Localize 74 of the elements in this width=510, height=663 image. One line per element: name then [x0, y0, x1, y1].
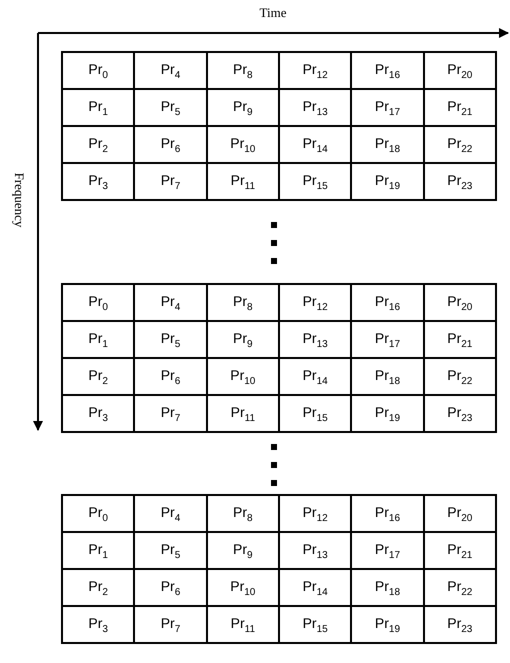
table-cell: Pr$_{19}$	[351, 395, 424, 432]
table-cell: Pr$_{0}$	[62, 284, 134, 321]
table-cell: Pr$_{2}$	[62, 126, 134, 163]
table-cell: Pr$_{7}$	[134, 163, 207, 200]
table-cell: Pr$_{14}$	[278, 126, 352, 163]
table-cell: Pr$_{22}$	[424, 569, 496, 606]
table-cell: Pr$_{18}$	[351, 126, 424, 163]
table-cell: Pr$_{5}$	[134, 321, 207, 358]
table-cell: Pr$_{6}$	[134, 569, 207, 606]
table-cell: Pr$_{17}$	[351, 89, 424, 126]
table-cell: Pr$_{15}$	[278, 606, 352, 643]
table-cell: Pr$_{9}$	[206, 321, 279, 358]
table-cell: Pr$_{20}$	[424, 284, 496, 321]
table-cell: Pr$_{22}$	[424, 126, 496, 163]
table-cell: Pr$_{10}$	[206, 569, 279, 606]
table-cell: Pr$_{18}$	[351, 358, 424, 395]
table-cell: Pr$_{4}$	[134, 495, 207, 532]
table-cell: Pr$_{3}$	[62, 606, 134, 643]
table-cell: Pr$_{20}$	[424, 495, 496, 532]
table-cell: Pr$_{11}$	[206, 163, 279, 200]
axis-title: Frequency	[11, 172, 27, 228]
table-cell: Pr$_{2}$	[62, 358, 134, 395]
axis-title: Time	[260, 5, 286, 20]
table-cell: Pr$_{15}$	[278, 163, 352, 200]
table-cell: Pr$_{5}$	[134, 532, 207, 569]
table-cell: Pr$_{17}$	[351, 321, 424, 358]
table-cell: Pr$_{6}$	[134, 126, 207, 163]
table-cell: Pr$_{1}$	[62, 321, 134, 358]
table-cell: Pr$_{16}$	[351, 52, 424, 89]
table-cell: Pr$_{16}$	[351, 495, 424, 532]
table-cell: Pr$_{22}$	[424, 358, 496, 395]
table-cell: Pr$_{23}$	[424, 163, 496, 200]
table-cell: Pr$_{15}$	[278, 395, 352, 432]
table-cell: Pr$_{8}$	[206, 284, 279, 321]
table-cell: Pr$_{13}$	[278, 89, 352, 126]
table-cell: Pr$_{14}$	[278, 569, 352, 606]
table-cell: Pr$_{11}$	[206, 606, 279, 643]
table-cell: Pr$_{2}$	[62, 569, 134, 606]
table-cell: Pr$_{5}$	[134, 89, 207, 126]
table-cell: Pr$_{3}$	[62, 395, 134, 432]
table-cell: Pr$_{3}$	[62, 163, 134, 200]
table-cell: Pr$_{10}$	[206, 358, 279, 395]
table-cell: Pr$_{1}$	[62, 89, 134, 126]
table-cell: Pr$_{11}$	[206, 395, 279, 432]
table-cell: Pr$_{8}$	[206, 495, 279, 532]
table-cell: Pr$_{21}$	[424, 321, 496, 358]
table-cell: Pr$_{12}$	[278, 284, 352, 321]
table-cell: Pr$_{17}$	[351, 532, 424, 569]
table-cell: Pr$_{1}$	[62, 532, 134, 569]
table-cell: Pr$_{21}$	[424, 89, 496, 126]
table-cell: Pr$_{12}$	[278, 495, 352, 532]
table-cell: Pr$_{21}$	[424, 532, 496, 569]
table-cell: Pr$_{13}$	[278, 321, 352, 358]
table-cell: Pr$_{4}$	[134, 52, 207, 89]
table-cell: Pr$_{20}$	[424, 52, 496, 89]
table-cell: Pr$_{23}$	[424, 395, 496, 432]
table-cell: Pr$_{7}$	[134, 395, 207, 432]
table-cell: Pr$_{14}$	[278, 358, 352, 395]
table-cell: Pr$_{23}$	[424, 606, 496, 643]
table-cell: Pr$_{9}$	[206, 532, 279, 569]
table-cell: Pr$_{19}$	[351, 606, 424, 643]
table-cell: Pr$_{16}$	[351, 284, 424, 321]
table-cell: Pr$_{18}$	[351, 569, 424, 606]
table-cell: Pr$_{6}$	[134, 358, 207, 395]
table-cell: Pr$_{10}$	[206, 126, 279, 163]
table-cell: Pr$_{9}$	[206, 89, 279, 126]
table-cell: Pr$_{12}$	[278, 52, 352, 89]
table-cell: Pr$_{0}$	[62, 495, 134, 532]
table-cell: Pr$_{7}$	[134, 606, 207, 643]
table-cell: Pr$_{0}$	[62, 52, 134, 89]
table-cell: Pr$_{19}$	[351, 163, 424, 200]
table-cell: Pr$_{8}$	[206, 52, 279, 89]
table-cell: Pr$_{13}$	[278, 532, 352, 569]
table-cell: Pr$_{4}$	[134, 284, 207, 321]
